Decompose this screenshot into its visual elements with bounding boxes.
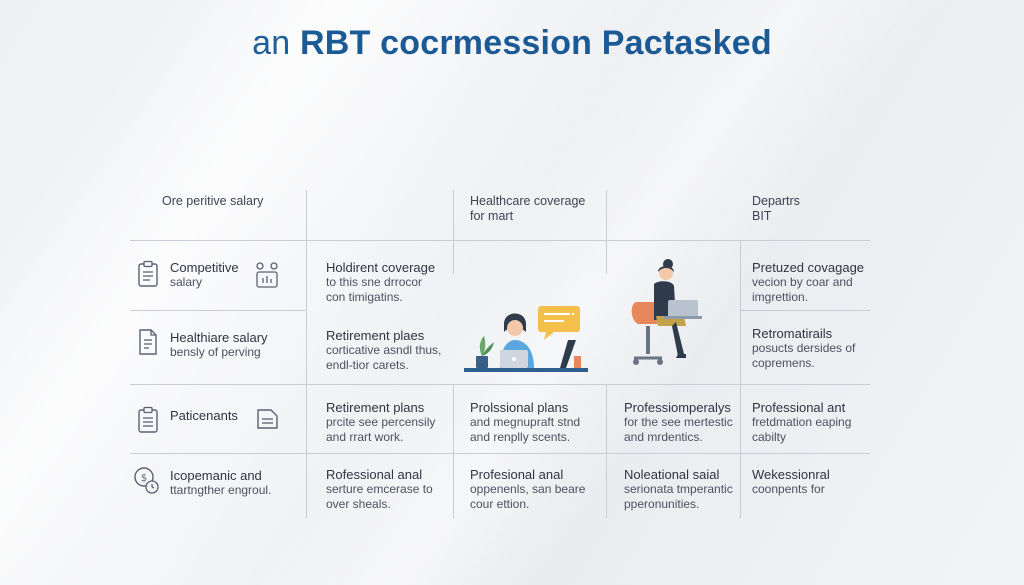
row3-col3-line1: Prolssional plans — [470, 400, 569, 415]
row4-col5-line1: Wekessionral — [752, 467, 830, 482]
title-prefix: an — [252, 24, 301, 62]
row3-col5-line3: cabilty — [752, 430, 787, 444]
grid-hline — [130, 453, 870, 454]
grid-vline — [453, 190, 454, 240]
row3-col2-line3: and rrart work. — [326, 430, 404, 444]
row2-col2-line2: corticative asndl thus, — [326, 343, 442, 357]
row3-col1: Paticenants — [170, 408, 238, 423]
row2-col5-line1: Retromatirails — [752, 326, 833, 341]
row4-col1-line2: ttartngther engroul. — [170, 483, 272, 497]
row1-col1: Competitive salary — [170, 260, 239, 290]
row4-col3-line1: Profesional anal — [470, 467, 564, 482]
person-with-laptop-illustration — [628, 258, 706, 372]
grid-vline — [740, 240, 741, 518]
title-main: RBT cocrmession Pactasked — [300, 24, 772, 62]
row2-col2: Retirement plaes corticative asndl thus,… — [326, 328, 441, 373]
row4-col2: Rofessional anal serture emcerase to ove… — [326, 467, 433, 512]
clipboard-icon — [137, 260, 159, 288]
row3-col3-line3: and renplly scents. — [470, 430, 571, 444]
row3-col3-line2: and megnupraft stnd — [470, 415, 581, 429]
grid-hline — [130, 240, 870, 241]
grid-hline — [130, 310, 306, 311]
row4-col4-line3: pperonunities. — [624, 497, 700, 511]
person-at-desk-illustration — [464, 296, 588, 378]
row3-col5: Professional ant fretdmation eaping cabi… — [752, 400, 851, 445]
header-col3-line2: for mart — [470, 209, 514, 223]
row3-col5-line2: fretdmation eaping — [752, 415, 852, 429]
header-col5-line1: Departrs — [752, 194, 800, 208]
grid-vline — [306, 190, 307, 240]
row3-col2-line1: Retirement plans — [326, 400, 425, 415]
row1-col2-line2: to this sne drrocor — [326, 275, 423, 289]
grid-hline — [740, 310, 870, 311]
row4-col2-line2: serture emcerase to — [326, 482, 433, 496]
svg-text:$: $ — [141, 473, 147, 484]
header-col3: Healthcare coverage for mart — [470, 194, 585, 224]
row3-col5-line1: Professional ant — [752, 400, 846, 415]
row2-col1: Healthiare salary bensly of perving — [170, 330, 268, 360]
row1-col2: Holdirent coverage to this sne drrocor c… — [326, 260, 435, 305]
file-folder-icon — [255, 407, 281, 431]
row4-col5: Wekessionral coonpents for — [752, 467, 830, 497]
row4-col1-line1: Icopemanic and — [170, 468, 262, 483]
header-col3-line1: Healthcare coverage — [470, 194, 586, 208]
people-chart-icon — [254, 261, 280, 289]
row3-col3: Prolssional plans and megnupraft stnd an… — [470, 400, 580, 445]
row3-col4-line1: Professiomperalys — [624, 400, 731, 415]
row4-col5-line2: coonpents for — [752, 482, 825, 496]
row4-col2-line3: over sheals. — [326, 497, 391, 511]
row2-col5-line3: copremens. — [752, 356, 815, 370]
row1-col5-line2: vecion by coar and — [752, 275, 853, 289]
row3-col1-line1: Paticenants — [170, 408, 238, 423]
row2-col5: Retromatirails posucts dersides of copre… — [752, 326, 855, 371]
checklist-icon — [137, 406, 159, 434]
row4-col3-line2: oppenenls, san beare — [470, 482, 586, 496]
grid-vline — [453, 384, 454, 518]
document-icon — [137, 328, 159, 356]
row1-col1-line1: Competitive — [170, 260, 239, 275]
row3-col2: Retirement plans prcite see percensily a… — [326, 400, 435, 445]
row1-col5: Pretuzed covagage vecion by coar and img… — [752, 260, 864, 305]
row4-col4-line1: Noleational saial — [624, 467, 720, 482]
grid-hline — [130, 384, 870, 385]
row2-col5-line2: posucts dersides of — [752, 341, 856, 355]
header-col1-text: Ore peritive salary — [162, 194, 264, 208]
row3-col2-line2: prcite see percensily — [326, 415, 436, 429]
row4-col4-line2: serionata tmperantic — [624, 482, 733, 496]
header-col5-line2: BIT — [752, 209, 772, 223]
row1-col2-line1: Holdirent coverage — [326, 260, 436, 275]
grid-vline — [606, 190, 607, 240]
row1-col2-line3: con timigatins. — [326, 290, 403, 304]
row1-col5-line1: Pretuzed covagage — [752, 260, 865, 275]
row4-col3-line3: cour ettion. — [470, 497, 530, 511]
row1-col1-line2: salary — [170, 275, 203, 289]
grid-vline — [453, 240, 454, 274]
row3-col4: Professiomperalys for the see mertestic … — [624, 400, 733, 445]
row2-col2-line1: Retirement plaes — [326, 328, 425, 343]
grid-vline — [606, 240, 607, 274]
page-title: an RBT cocrmession Pactasked — [0, 24, 1024, 63]
row4-col4: Noleational saial serionata tmperantic p… — [624, 467, 733, 512]
row1-col5-line3: imgrettion. — [752, 290, 809, 304]
grid-vline — [606, 384, 607, 518]
clock-dollar-icon: $ — [133, 466, 161, 496]
row4-col2-line1: Rofessional anal — [326, 467, 423, 482]
row3-col4-line3: and mrdentics. — [624, 430, 703, 444]
row4-col1: Icopemanic and ttartngther engroul. — [170, 468, 271, 498]
row3-col4-line2: for the see mertestic — [624, 415, 733, 429]
row4-col3: Profesional anal oppenenls, san beare co… — [470, 467, 585, 512]
header-col5: Departrs BIT — [752, 194, 800, 224]
row2-col1-line2: bensly of perving — [170, 345, 261, 359]
header-col1: Ore peritive salary — [162, 194, 263, 209]
row2-col1-line1: Healthiare salary — [170, 330, 268, 345]
grid-vline — [306, 240, 307, 518]
row2-col2-line3: endl-tior carets. — [326, 358, 409, 372]
